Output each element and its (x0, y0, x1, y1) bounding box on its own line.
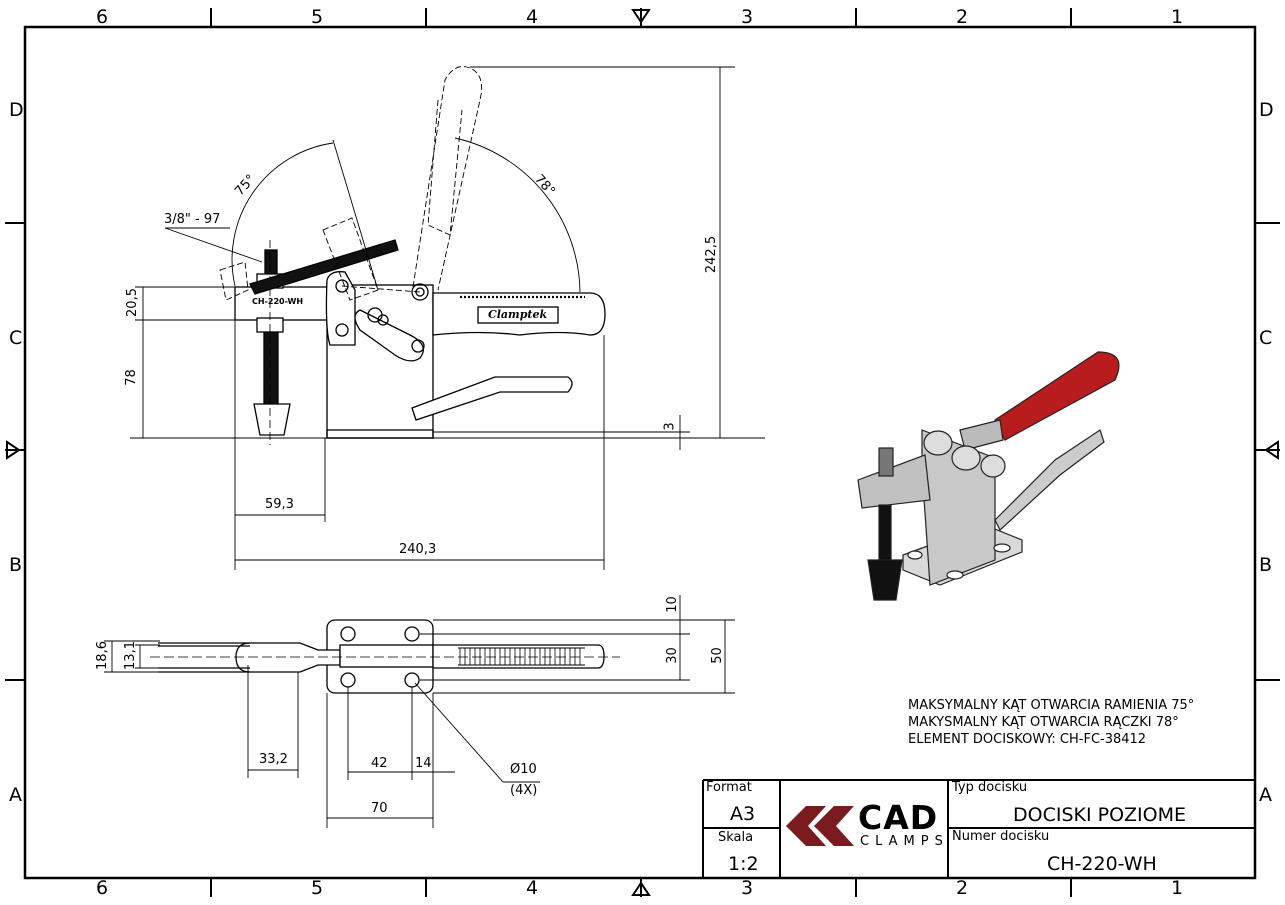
dim-total-length: 240,3 (399, 542, 437, 557)
dim-hole-spacing-y: 30 (664, 647, 680, 664)
dim-edge: 10 (664, 596, 680, 613)
dim-base-length: 70 (371, 801, 388, 816)
title-block (702, 779, 1255, 878)
zone-label: 4 (526, 6, 539, 28)
dim-spindle-offset: 59,3 (265, 497, 294, 512)
logo-subtext: CLAMPS (860, 834, 949, 849)
format-value: A3 (730, 803, 756, 825)
zone-label: 2 (956, 877, 969, 899)
scale-value: 1:2 (728, 853, 759, 875)
zone-label: 1 (1171, 6, 1184, 28)
logo-mark (786, 806, 854, 846)
zone-label: 5 (311, 6, 324, 28)
zone-label: 1 (1171, 877, 1184, 899)
top-view (104, 595, 735, 828)
zone-label: B (1259, 554, 1273, 576)
zone-label: 3 (741, 6, 754, 28)
isometric-view (857, 351, 1120, 601)
frame (5, 8, 1280, 897)
zone-label: 5 (311, 877, 324, 899)
zone-label: D (9, 99, 24, 121)
dim-width-outer: 18,6 (94, 641, 110, 670)
thread-label: 3/8" - 97 (164, 212, 221, 227)
zone-label: 3 (741, 877, 754, 899)
dim-hole-edge: 14 (415, 756, 432, 771)
zone-label: D (1259, 99, 1274, 121)
zone-label: 2 (956, 6, 969, 28)
dim-offset: 3 (662, 422, 678, 431)
type-value: DOCISKI POZIOME (1013, 804, 1187, 826)
logo-text: CAD (858, 798, 939, 837)
zone-label: A (9, 784, 22, 806)
zone-label: 6 (96, 6, 109, 28)
number-label: Numer docisku (952, 829, 1050, 844)
dim-arm-height: 20,5 (124, 288, 140, 317)
note-line: MAKYSMALNY KĄT OTWARCIA RĄCZKI 78° (908, 715, 1179, 730)
dim-base-width: 50 (709, 647, 725, 664)
notes: MAKSYMALNY KĄT OTWARCIA RAMIENIA 75° MAK… (908, 697, 1194, 748)
note-line: ELEMENT DOCISKOWY: CH-FC-38412 (908, 732, 1147, 747)
note-line: MAKSYMALNY KĄT OTWARCIA RAMIENIA 75° (908, 698, 1195, 713)
dim-slot: 33,2 (259, 752, 288, 767)
zone-label: C (1259, 327, 1273, 349)
format-label: Format (706, 780, 752, 795)
zone-label: 6 (96, 877, 109, 899)
dim-hole-count: (4X) (510, 783, 538, 798)
zone-label: 4 (526, 877, 539, 899)
dim-base-height: 78 (123, 369, 139, 386)
dim-total-height: 242,5 (704, 235, 720, 274)
dim-hole-spacing-x: 42 (371, 756, 388, 771)
dim-width-inner: 13,1 (122, 641, 138, 670)
number-value: CH-220-WH (1047, 853, 1157, 875)
zone-label: C (9, 327, 23, 349)
zone-label: A (1259, 784, 1272, 806)
handle-brand: Clamptek (488, 308, 548, 321)
arm-marking: CH-220-WH (252, 297, 304, 306)
side-view (130, 66, 765, 570)
dim-hole-diameter: Ø10 (510, 762, 537, 777)
zone-label: B (9, 554, 23, 576)
type-label: Typ docisku (952, 780, 1028, 795)
scale-label: Skala (718, 830, 754, 845)
